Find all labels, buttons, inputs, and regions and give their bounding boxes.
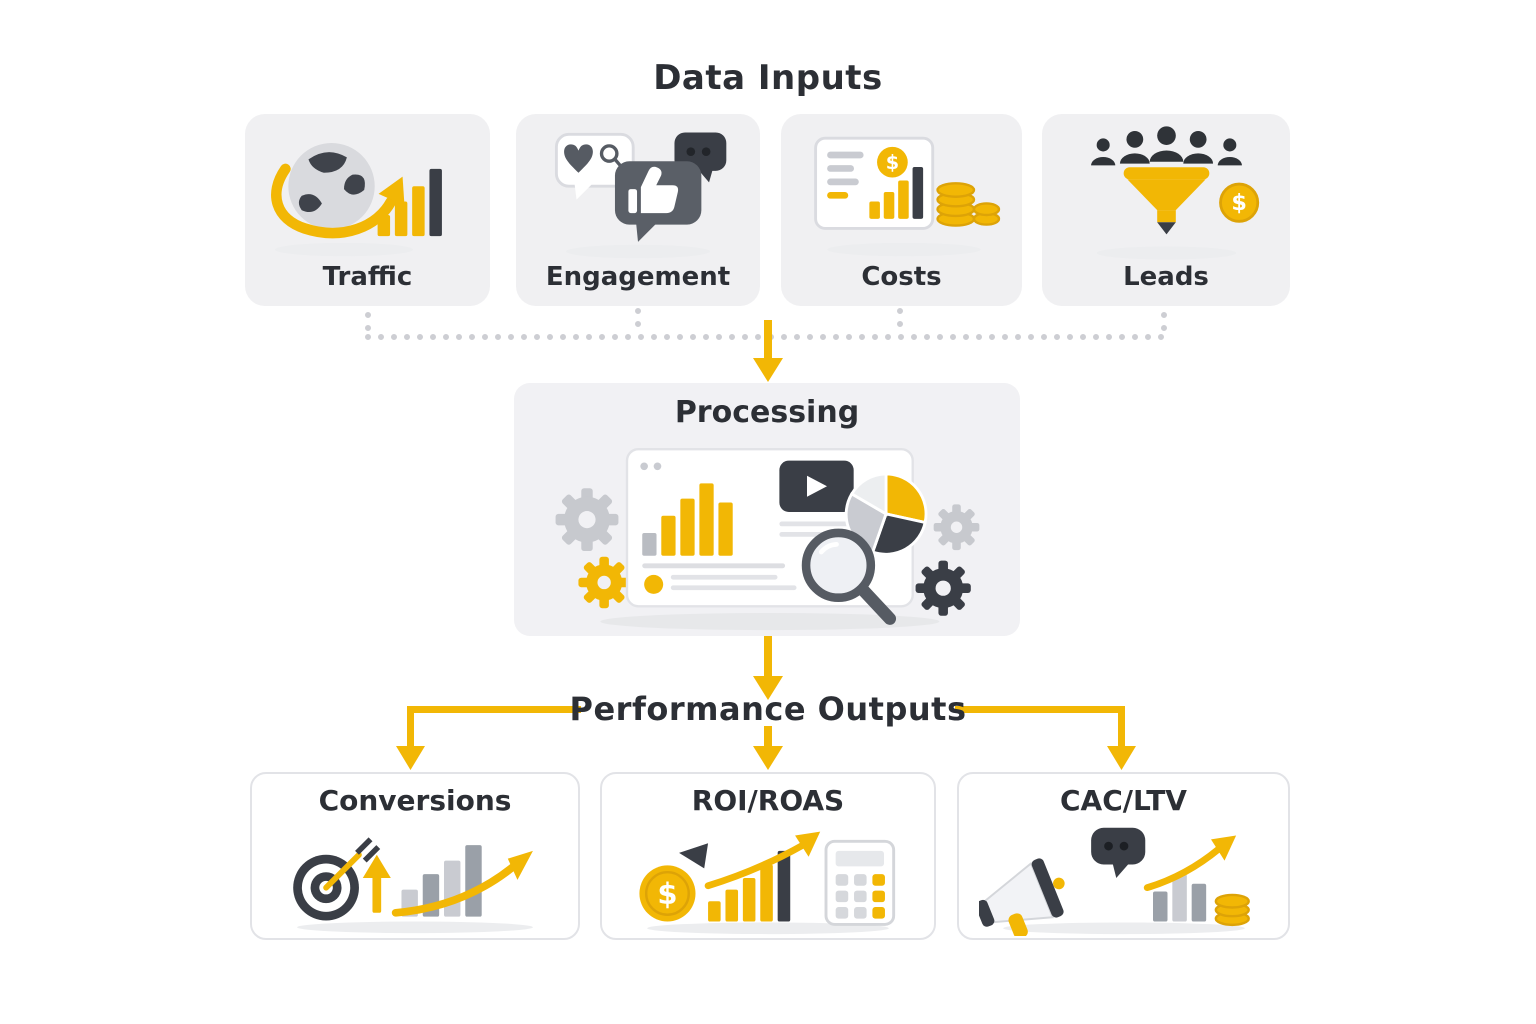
input-card-costs: $ Costs <box>781 114 1022 306</box>
gear-icon <box>555 487 619 551</box>
thumbs-up-bubble <box>614 161 702 242</box>
audience-people <box>1090 125 1242 165</box>
gear-icon <box>578 556 630 608</box>
growth-bars <box>708 850 791 922</box>
processing-card: Processing <box>514 383 1020 636</box>
input-card-traffic: Traffic <box>245 114 490 306</box>
chat-bubble-icon <box>1090 827 1145 878</box>
calculator-icon <box>824 839 896 926</box>
gear-icon <box>933 503 980 550</box>
globe-growth-icon <box>245 118 490 264</box>
costs-label: Costs <box>861 262 942 292</box>
inputs-section-title: Data Inputs <box>653 58 883 98</box>
cac-ltv-label: CAC/LTV <box>1060 784 1187 817</box>
bullet-dot <box>644 574 664 594</box>
input-card-leads: $ Leads <box>1042 114 1290 306</box>
output-card-roi-roas: ROI/ROAS $ <box>600 772 936 940</box>
outputs-section-title: Performance Outputs <box>569 690 967 728</box>
bars <box>1152 874 1206 922</box>
bar-chart <box>642 482 733 556</box>
video-player-icon <box>779 460 854 512</box>
pie-chart-icon <box>844 471 928 556</box>
leads-label: Leads <box>1123 262 1209 292</box>
dotted-collector-line <box>365 308 1167 340</box>
megaphone-coins-icon <box>959 820 1288 936</box>
swoosh-arrow <box>391 862 518 917</box>
engagement-label: Engagement <box>545 262 731 292</box>
arrow-inputs-to-processing <box>753 320 783 382</box>
coin-stack <box>1214 893 1250 927</box>
coin-stack <box>935 182 1000 227</box>
traffic-label: Traffic <box>322 262 413 292</box>
roi-roas-label: ROI/ROAS <box>691 784 845 817</box>
funnel <box>1123 166 1209 234</box>
input-card-engagement: Engagement <box>516 114 760 306</box>
invoice-coins-icon: $ <box>781 118 1022 264</box>
heart-bubble <box>554 132 635 200</box>
dollar-sign: $ <box>885 151 898 174</box>
dollar-coin: $ <box>639 865 696 922</box>
magnifier-icon <box>801 528 897 625</box>
growth-arrow <box>704 841 807 890</box>
dollar-coin: $ <box>1218 182 1259 223</box>
processing-title: Processing <box>674 395 860 430</box>
social-bubbles-icon <box>516 118 760 264</box>
audience-funnel-icon: $ <box>1042 118 1290 264</box>
analytics-dashboard-icon <box>514 431 1020 632</box>
dollar-sign: $ <box>657 877 677 911</box>
target <box>293 837 381 921</box>
megaphone-icon <box>978 858 1065 936</box>
dollar-sign: $ <box>1231 190 1247 216</box>
dark-flag <box>679 843 709 869</box>
output-card-cac-ltv: CAC/LTV <box>957 772 1290 940</box>
growth-arrow <box>1143 845 1222 892</box>
output-card-conversions: Conversions <box>250 772 580 940</box>
up-arrow <box>362 854 391 913</box>
coin-chart-calculator-icon: $ <box>602 820 934 936</box>
invoice-document: $ <box>813 136 934 230</box>
conversions-label: Conversions <box>318 784 512 817</box>
gear-icon <box>915 560 971 616</box>
dots-bubble <box>674 132 727 183</box>
target-growth-icon <box>252 820 578 936</box>
